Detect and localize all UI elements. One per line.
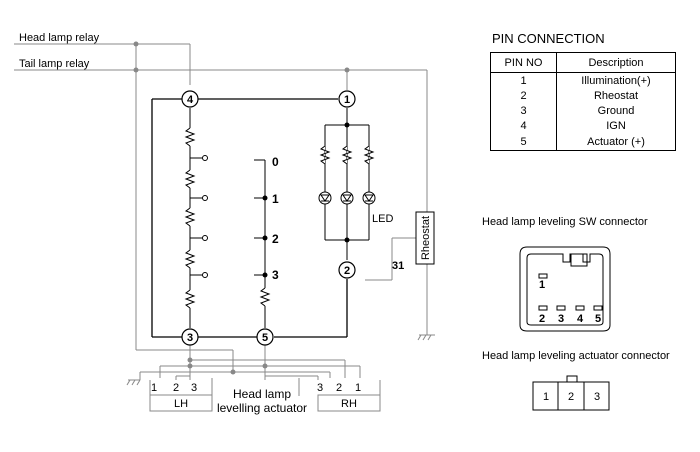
terminal-3-label: 3 xyxy=(187,332,193,344)
pin-no-cell: 3 xyxy=(490,103,557,118)
terminal-5-label: 5 xyxy=(262,332,268,344)
head-lamp-relay-label: Head lamp relay xyxy=(19,32,100,44)
pin-no-cell: 2 xyxy=(490,88,557,103)
sw-pin-5: 5 xyxy=(595,313,601,325)
terminal-circles xyxy=(181,90,356,346)
position-1-label: 1 xyxy=(272,192,279,206)
led-label: LED xyxy=(372,213,393,225)
pin-no-cell: 1 xyxy=(490,72,557,88)
table-row: 1 Illumination(+) xyxy=(490,72,676,88)
led-network xyxy=(318,108,376,260)
actuator-connector-title: Head lamp leveling actuator connector xyxy=(482,350,670,362)
act-conn-pin-3: 3 xyxy=(594,391,600,403)
sw-pin-2: 2 xyxy=(539,313,545,325)
input-wires xyxy=(14,43,428,396)
table-row: 4 IGN xyxy=(490,118,676,133)
junction-dots xyxy=(133,41,350,375)
actuator-boxes xyxy=(149,380,381,412)
pin-no-cell: 5 xyxy=(490,133,557,151)
tail-lamp-relay-label: Tail lamp relay xyxy=(19,58,90,70)
terminal-4-label: 4 xyxy=(187,94,194,106)
act-conn-pin-2: 2 xyxy=(568,391,574,403)
rh-pin-2: 2 xyxy=(336,382,342,394)
sw-connector-title: Head lamp leveling SW connector xyxy=(482,216,648,228)
rh-pin-3: 3 xyxy=(317,382,323,394)
actuator-label-line1: Head lamp xyxy=(233,387,291,401)
selector-column xyxy=(254,159,271,328)
pin-no-cell: 4 xyxy=(490,118,557,133)
description-cell: Rheostat xyxy=(556,88,676,103)
sw-connector-outline xyxy=(519,246,611,332)
description-cell: Illumination(+) xyxy=(556,72,676,88)
terminal-1-label: 1 xyxy=(344,94,350,106)
position-2-label: 2 xyxy=(272,232,279,246)
wire-31-label: 31 xyxy=(392,260,404,272)
actuator-connector-outline xyxy=(532,375,610,411)
act-conn-pin-1: 1 xyxy=(543,391,549,403)
ground-symbols xyxy=(126,334,435,386)
pin-connection-table: PIN NO Description 1 Illumination(+) 2 R… xyxy=(490,52,676,151)
pin-connection-title: PIN CONNECTION xyxy=(492,31,605,46)
resistor-ladder xyxy=(184,108,208,328)
rh-pin-1: 1 xyxy=(355,382,361,394)
rheostat-label: Rheostat xyxy=(420,216,432,260)
sw-pin-4: 4 xyxy=(577,313,584,325)
description-cell: Actuator (+) xyxy=(556,133,676,151)
description-cell: Ground xyxy=(556,103,676,118)
position-3-label: 3 xyxy=(272,268,279,282)
table-row: 3 Ground xyxy=(490,103,676,118)
actuator-label-line2: levelling actuator xyxy=(217,401,307,415)
switch-box xyxy=(151,98,348,338)
description-cell: IGN xyxy=(556,118,676,133)
table-row: 2 Rheostat xyxy=(490,88,676,103)
rheostat xyxy=(415,211,435,265)
rh-label: RH xyxy=(341,398,357,410)
table-row: 5 Actuator (+) xyxy=(490,133,676,151)
sw-pin-1: 1 xyxy=(539,279,545,291)
lh-pin-1: 1 xyxy=(151,382,157,394)
lh-pin-3: 3 xyxy=(191,382,197,394)
lh-label: LH xyxy=(174,398,188,410)
sw-pin-3: 3 xyxy=(558,313,564,325)
lh-pin-2: 2 xyxy=(173,382,179,394)
position-0-label: 0 xyxy=(272,155,279,169)
terminal-2-label: 2 xyxy=(344,265,350,277)
pin-no-header: PIN NO xyxy=(490,52,557,73)
description-header: Description xyxy=(556,52,676,73)
